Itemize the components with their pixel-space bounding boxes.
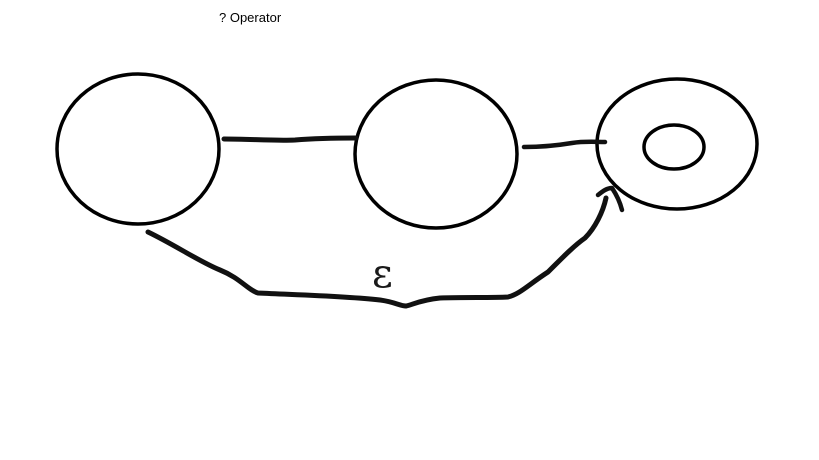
- state-accept-inner: [642, 123, 706, 171]
- transition-start-to-middle: [221, 135, 359, 143]
- arrowhead-epsilon: [595, 185, 625, 213]
- transition-epsilon-start-to-accept: [145, 195, 609, 309]
- transition-middle-to-accept: [521, 139, 608, 150]
- state-middle: [353, 78, 519, 230]
- epsilon-label: ε: [372, 251, 393, 297]
- state-accept-outer: [595, 77, 759, 211]
- diagram-title: ? Operator: [219, 10, 282, 25]
- state-start: [55, 72, 221, 226]
